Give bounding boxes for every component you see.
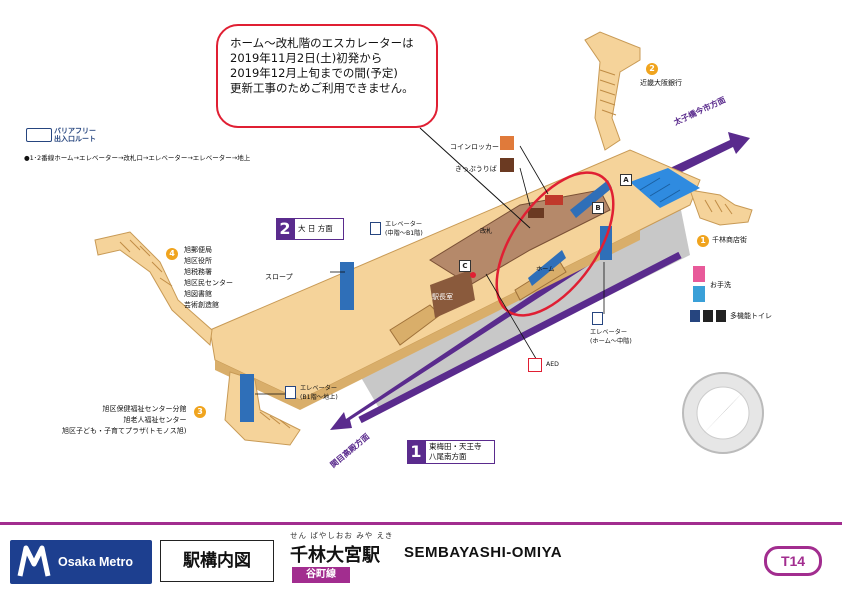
- brand-name: Osaka Metro: [58, 555, 134, 569]
- barrier-free-icon: [26, 128, 52, 142]
- metro-m-icon: [17, 545, 51, 577]
- exit-1-badge: 1: [697, 235, 709, 247]
- notice-text: ホーム〜改札階のエスカレーターは 2019年11月2日(土)初発から 2019年…: [230, 36, 414, 95]
- blue-block-stripes: [639, 177, 681, 203]
- platform-1-number: 1: [407, 440, 425, 464]
- escalator-blue-2: [528, 250, 566, 286]
- elevator-3-label: エレベーター (B1階〜地上): [300, 385, 338, 401]
- exit-2-label: 近畿大阪銀行: [640, 79, 682, 87]
- legend-title: バリアフリー 出入口ルート: [54, 127, 96, 143]
- toilet-label: お手洗: [710, 281, 731, 289]
- platform-2-destination: 大 日 方面: [294, 218, 344, 240]
- corridor-exit-4: [94, 231, 213, 347]
- elevator-shaft-3: [240, 374, 254, 422]
- corridor-exit-2: [584, 31, 641, 151]
- station-name-ruby: せん ばやしおお みや えき: [290, 531, 394, 540]
- exit-3-badge: 3: [194, 406, 206, 418]
- line-name-tag: 谷町線: [292, 567, 350, 583]
- ticket-icon: [500, 158, 514, 172]
- baby-icon: [716, 310, 726, 322]
- elevator-shaft-1: [600, 226, 612, 260]
- station-map: [94, 31, 764, 454]
- male-toilet-icon: [693, 286, 705, 302]
- osaka-metro-logo: [10, 540, 152, 584]
- coin-locker-icon: [500, 136, 514, 150]
- platform-1-destination: 東梅田・天王寺 八尾南方面: [425, 440, 495, 464]
- notice-box: [216, 24, 438, 128]
- marker-b: B: [592, 202, 604, 214]
- compass-icon: [682, 372, 764, 454]
- footer-divider: [0, 522, 842, 525]
- notice-pointer: [419, 127, 531, 229]
- home-label: ホーム: [536, 266, 555, 273]
- female-toilet-icon: [693, 266, 705, 282]
- slope-label: スロープ: [265, 273, 293, 281]
- platform-2-number: 2: [276, 218, 294, 240]
- gate-label: 改札: [480, 228, 493, 235]
- multi-toilet-label: 多機能トイレ: [730, 312, 772, 320]
- red-dot-c: [470, 272, 476, 278]
- coin-locker-block: [545, 195, 563, 205]
- stairs: [119, 69, 733, 429]
- elevator-icon-3: [285, 386, 296, 399]
- exit-2-badge: 2: [646, 63, 658, 75]
- blue-block-right: [630, 168, 700, 208]
- aed-label: AED: [546, 361, 559, 368]
- elevator-2-label: エレベーター (ホーム〜中階): [590, 329, 632, 345]
- coin-locker-label: コインロッカー: [450, 143, 499, 151]
- elevator-1-label: エレベーター (中階〜B1階): [385, 221, 423, 237]
- exit-1-label: 千林商店街: [712, 236, 747, 244]
- station-name-en: SEMBAYASHI-OMIYA: [404, 544, 563, 561]
- exit-4-badge: 4: [166, 248, 178, 260]
- legend-route: ●1･2番線ホーム→エレベーター→改札口→エレベーター→エレベーター→地上: [24, 154, 251, 162]
- exit-3-label: 旭区保健福祉センター分館 旭老人福祉センター 旭区子ども・子育てプラザ(トモノス…: [62, 405, 187, 435]
- station-code-badge: T14: [764, 546, 822, 576]
- exit-4-label: 旭郵便局 旭区役所 旭税務署 旭区民センター 旭図書館 芸術創造館: [184, 246, 233, 309]
- ticket-label: きっぷうりば: [455, 165, 497, 173]
- escalator-blue: [570, 180, 612, 218]
- station-office-label: 駅長室: [432, 293, 453, 301]
- marker-c: C: [459, 260, 471, 272]
- station-office-block: [430, 270, 475, 318]
- track-line: [358, 251, 682, 424]
- elevator-icon-1: [370, 222, 381, 235]
- leader-lines: [255, 145, 605, 395]
- ticket-machine-block: [528, 208, 544, 218]
- corridor-exit-1: [689, 189, 753, 226]
- ostomate-icon: [703, 310, 713, 322]
- elevator-shaft-2: [340, 262, 354, 310]
- marker-a: A: [620, 174, 632, 186]
- direction-arrow-south: [330, 252, 600, 430]
- aed-icon: [528, 358, 542, 372]
- station-name-jp: 千林大宮駅: [290, 545, 380, 566]
- elevator-icon-2: [592, 312, 603, 325]
- wheelchair-icon: [690, 310, 700, 322]
- map-title-box: 駅構内図: [160, 540, 274, 582]
